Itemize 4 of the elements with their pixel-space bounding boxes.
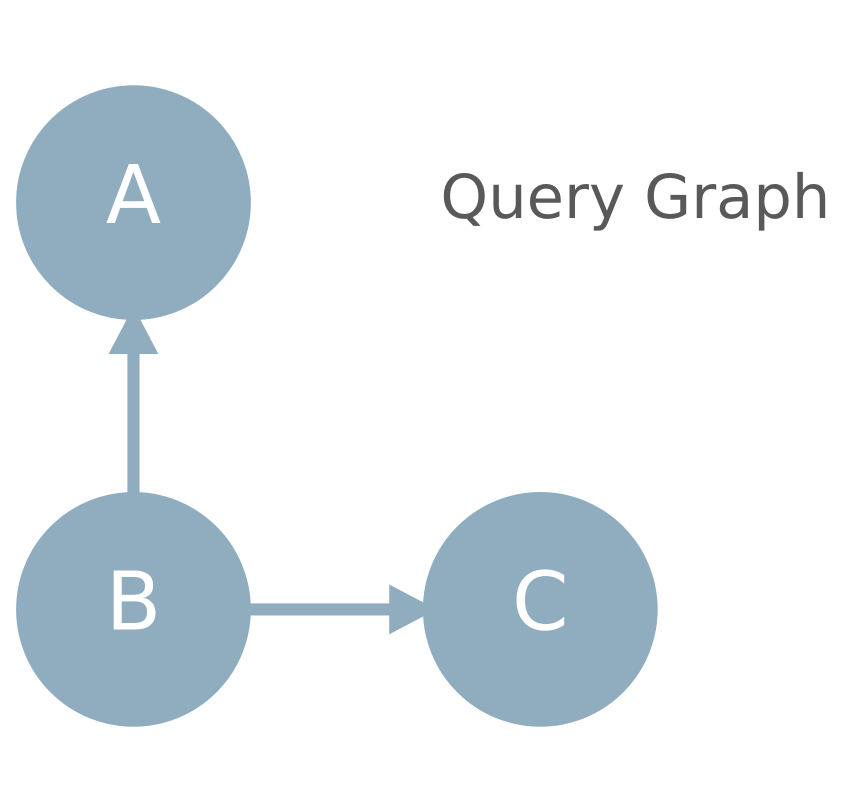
label: Query Graph — [440, 162, 830, 232]
node-circle: A — [16, 84, 250, 320]
node-circle: B — [16, 492, 250, 726]
node-circle: C — [422, 492, 658, 726]
